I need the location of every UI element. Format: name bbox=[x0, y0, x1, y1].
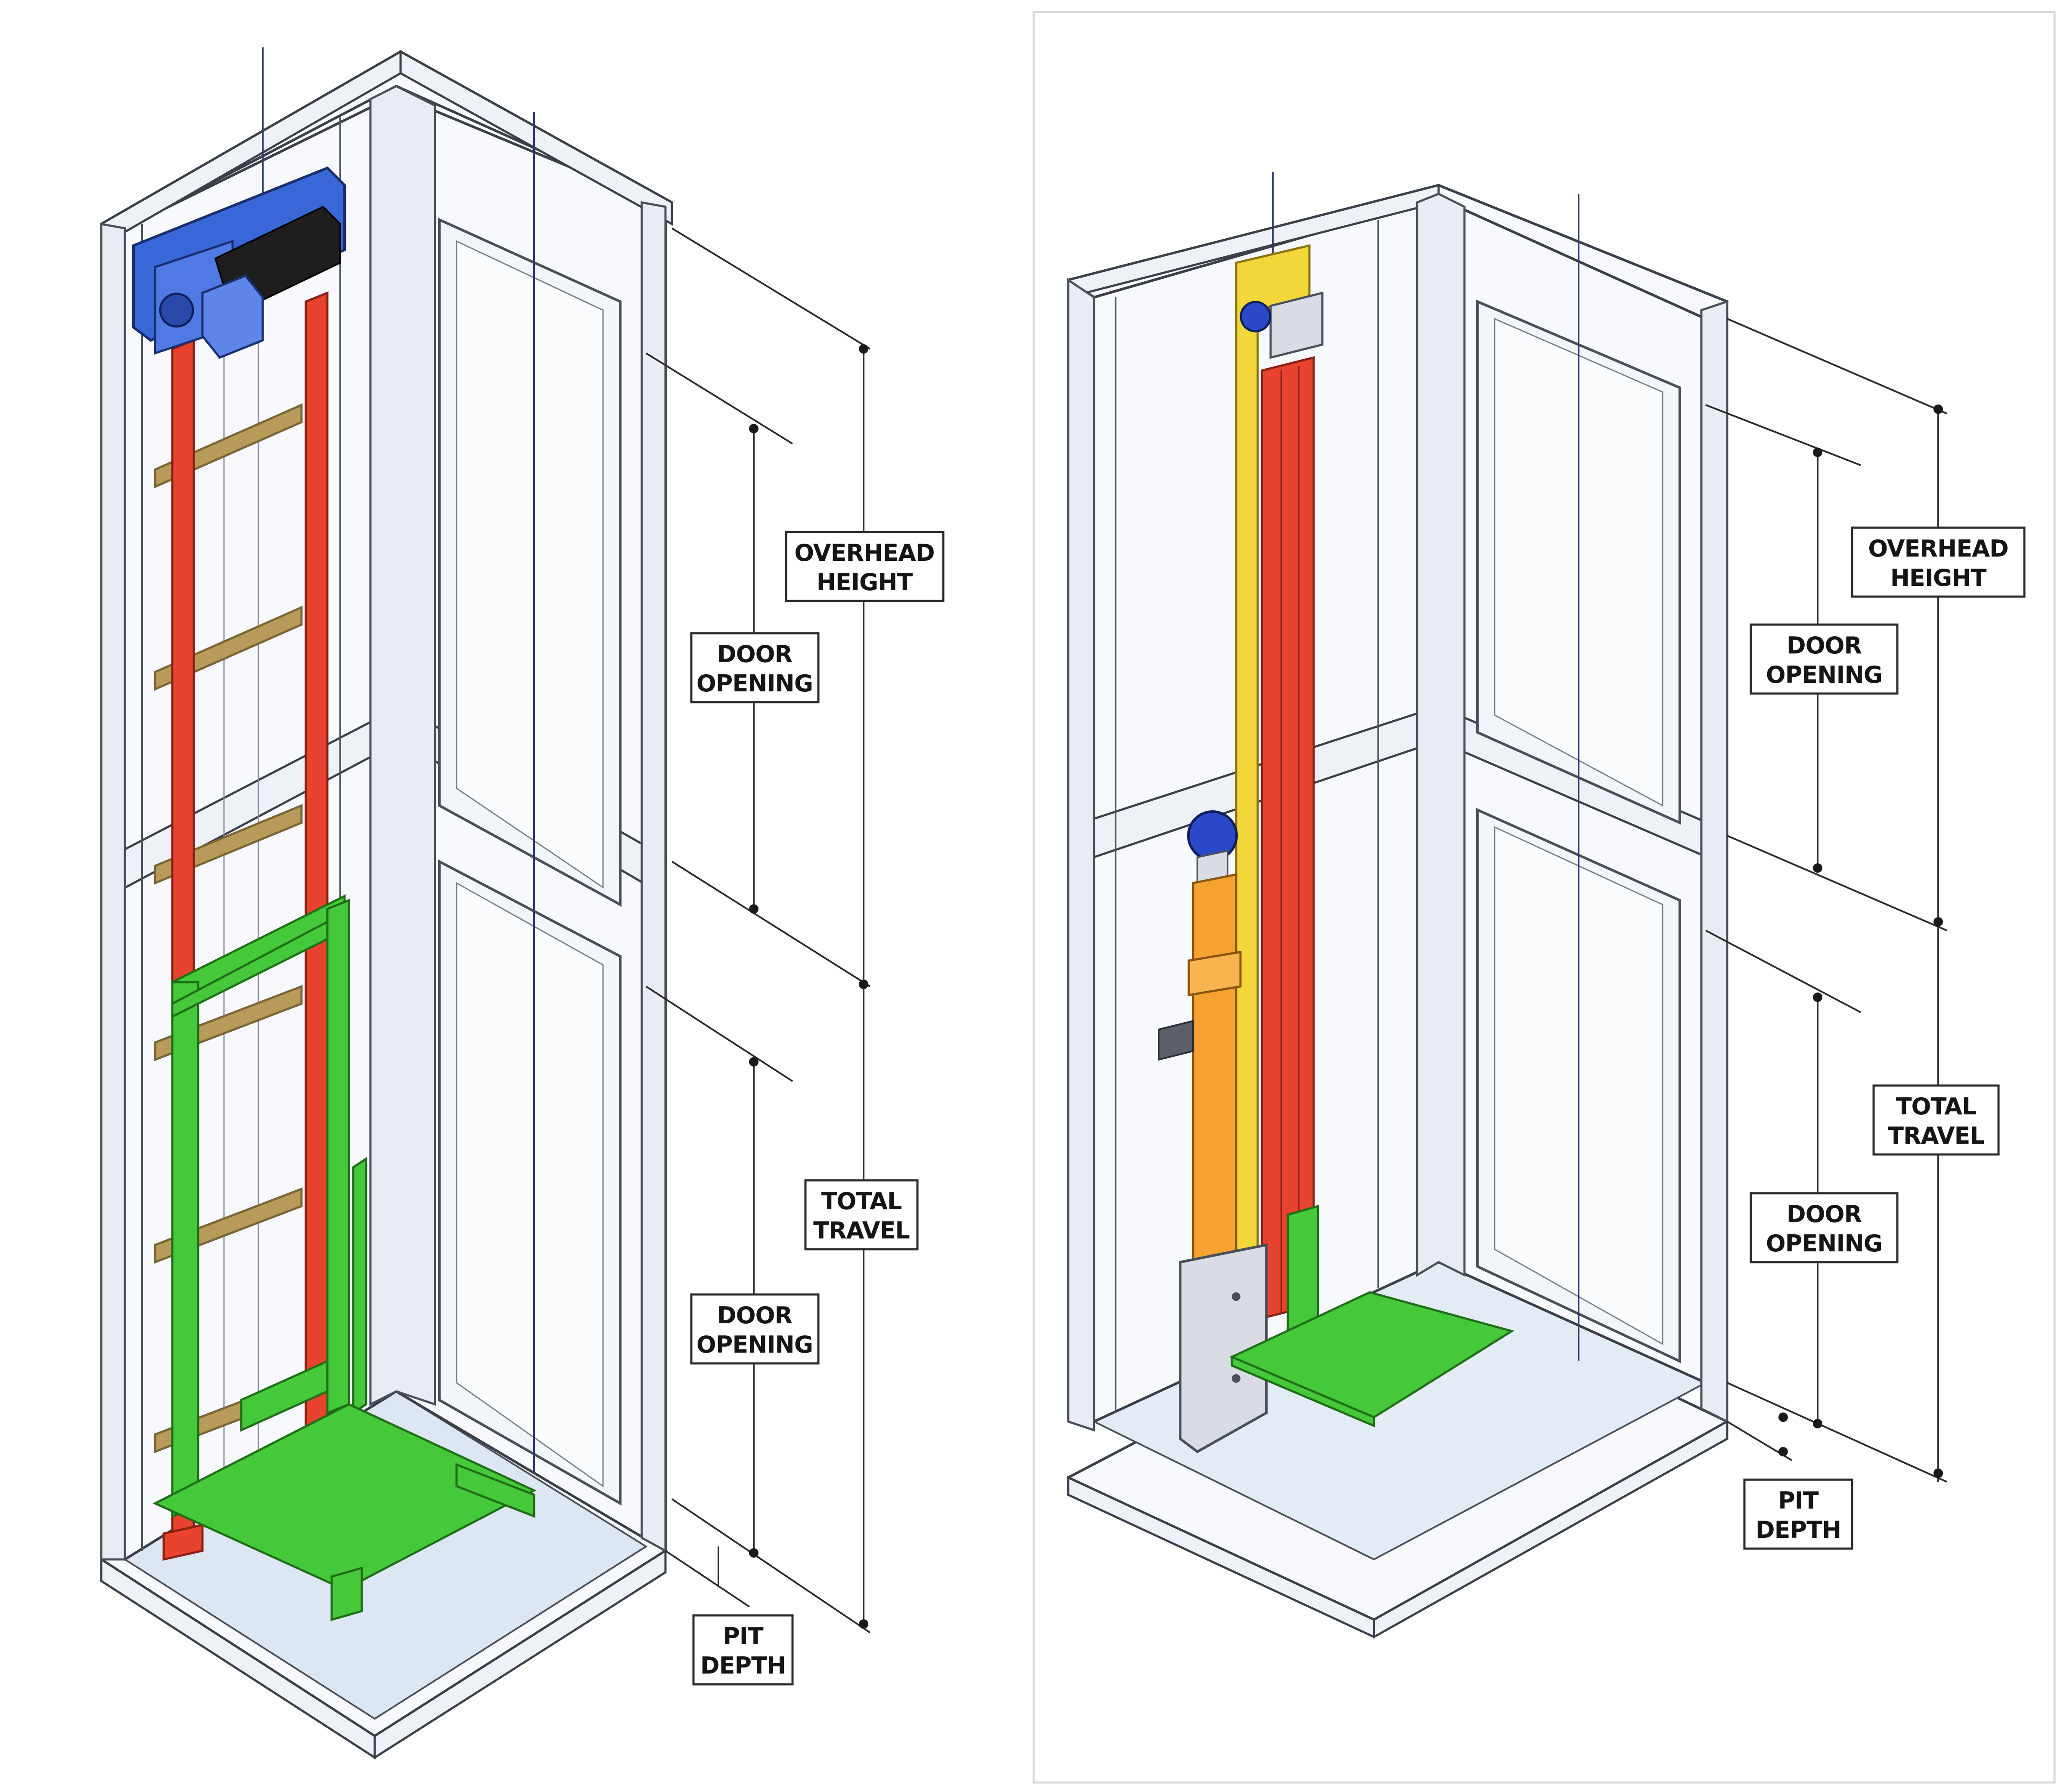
label-text: OVERHEAD bbox=[1868, 535, 2008, 562]
dimensions-left bbox=[645, 227, 871, 1633]
label-door-opening-upper-left: DOOR OPENING bbox=[690, 632, 820, 703]
dimensions-right bbox=[1705, 318, 1947, 1483]
back-post-right-diagram bbox=[1416, 193, 1466, 1277]
right-post-right-diagram bbox=[1700, 300, 1728, 1424]
label-text: PIT bbox=[723, 1623, 764, 1650]
top-beam-right bbox=[399, 50, 673, 226]
label-text: OPENING bbox=[1766, 1230, 1882, 1257]
label-door-opening-lower-left: DOOR OPENING bbox=[690, 1293, 820, 1365]
label-overhead-height-right: OVERHEAD HEIGHT bbox=[1851, 526, 2026, 598]
hydraulic-lift-diagram: OVERHEAD HEIGHT DOOR OPENING TOTAL TRAVE… bbox=[1067, 172, 2026, 1639]
label-text: TRAVEL bbox=[1888, 1122, 1984, 1149]
right-front-post bbox=[640, 201, 667, 1553]
door-frame-lower-inner bbox=[456, 882, 604, 1487]
door-frame-upper-inner bbox=[456, 240, 604, 889]
label-overhead-height-left: OVERHEAD HEIGHT bbox=[785, 531, 945, 602]
valve-block bbox=[1158, 1020, 1194, 1061]
label-pit-depth-right: PIT DEPTH bbox=[1743, 1478, 1853, 1550]
label-text: TOTAL bbox=[1896, 1093, 1977, 1120]
label-text: OPENING bbox=[1766, 661, 1882, 688]
car-frame bbox=[152, 894, 537, 1621]
label-text: HEIGHT bbox=[817, 569, 913, 596]
label-total-travel-right: TOTAL TRAVEL bbox=[1872, 1084, 2000, 1156]
base-bracket bbox=[1179, 1243, 1268, 1453]
label-text: OVERHEAD bbox=[794, 539, 934, 566]
drive-pulley-icon bbox=[159, 292, 194, 328]
traction-lift-diagram: OVERHEAD HEIGHT DOOR OPENING TOTAL TRAVE… bbox=[100, 47, 945, 1760]
label-total-travel-left: TOTAL TRAVEL bbox=[804, 1179, 919, 1251]
label-text: PIT bbox=[1778, 1487, 1819, 1514]
pit-floor-edge-right2 bbox=[1373, 1419, 1728, 1639]
label-door-opening-upper-right: DOOR OPENING bbox=[1750, 623, 1899, 695]
back-corner-post bbox=[369, 85, 436, 1406]
cylinder-sheave-icon bbox=[1187, 810, 1238, 861]
drive-unit bbox=[132, 166, 346, 359]
right-guide-rail bbox=[305, 291, 329, 1471]
label-text: DOOR bbox=[1787, 632, 1862, 659]
pit-floor-edge-right bbox=[373, 1549, 667, 1760]
top-sheave-icon bbox=[1240, 301, 1271, 333]
rail-foot-left bbox=[162, 1523, 204, 1561]
label-text: DOOR bbox=[717, 641, 793, 668]
label-text: TRAVEL bbox=[813, 1217, 910, 1244]
right-panel-border bbox=[1032, 11, 2056, 1784]
top-bracket bbox=[1269, 291, 1324, 359]
label-text: TOTAL bbox=[821, 1188, 902, 1215]
label-text: HEIGHT bbox=[1890, 564, 1987, 591]
left-front-post bbox=[100, 223, 126, 1561]
left-post-right-diagram bbox=[1067, 278, 1095, 1432]
label-text: OPENING bbox=[696, 1331, 813, 1358]
label-door-opening-lower-right: DOOR OPENING bbox=[1750, 1192, 1899, 1263]
platform-carriage bbox=[1229, 1204, 1515, 1428]
label-text: DOOR bbox=[717, 1302, 793, 1329]
guide-rail-right bbox=[1261, 356, 1315, 1320]
label-text: DEPTH bbox=[700, 1652, 786, 1679]
label-text: DOOR bbox=[1787, 1201, 1862, 1228]
label-text: OPENING bbox=[696, 670, 813, 697]
label-pit-depth-left: PIT DEPTH bbox=[692, 1614, 794, 1686]
label-text: DEPTH bbox=[1756, 1516, 1841, 1543]
